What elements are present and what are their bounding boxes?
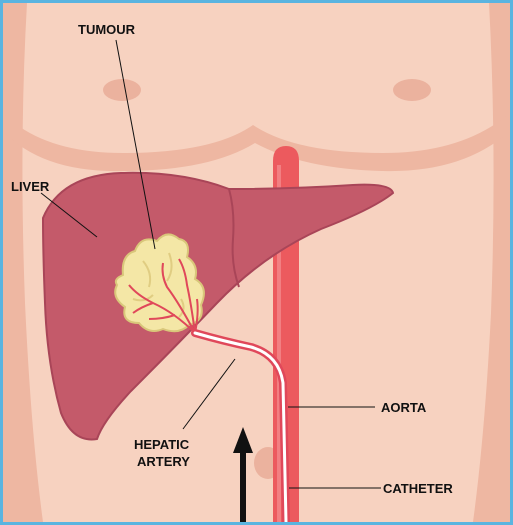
label-hepatic-artery-line2: ARTERY [137,454,190,469]
label-liver: LIVER [11,179,50,194]
right-nipple [393,79,431,101]
label-hepatic-artery-line1: HEPATIC [134,437,190,452]
label-tumour: TUMOUR [78,22,136,37]
label-aorta: AORTA [381,400,427,415]
left-nipple [103,79,141,101]
label-catheter: CATHETER [383,481,453,496]
liver-catheter-diagram: TUMOUR LIVER AORTA HEPATIC ARTERY CATHET… [3,3,510,522]
